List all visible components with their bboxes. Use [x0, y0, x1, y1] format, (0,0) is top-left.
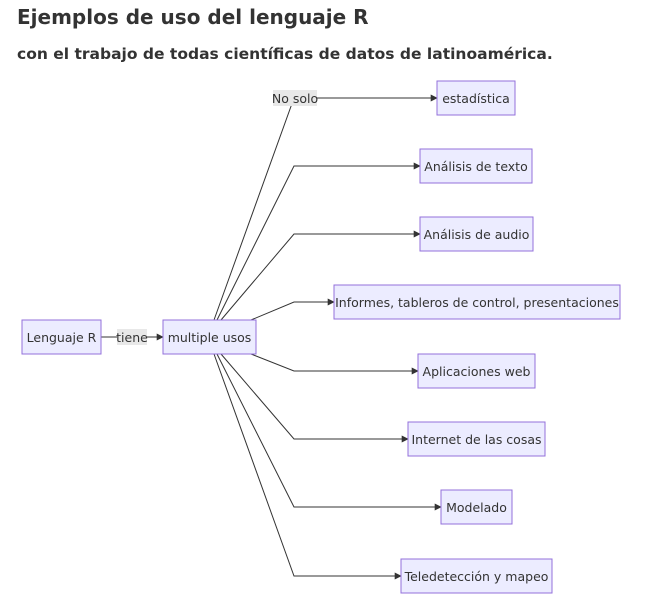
svg-text:Teledetección y mapeo: Teledetección y mapeo [404, 569, 549, 584]
edge-usos-to-informes [250, 298, 335, 321]
node-multiple-usos: multiple usos [162, 319, 257, 355]
svg-text:multiple usos: multiple usos [168, 330, 252, 345]
svg-text:Modelado: Modelado [446, 500, 507, 515]
svg-text:Análisis de texto: Análisis de texto [424, 159, 527, 174]
svg-text:Análisis de audio: Análisis de audio [424, 227, 530, 242]
edge-usos-to-modelado [216, 353, 442, 511]
edge-label-tiene: tiene [116, 329, 148, 345]
node-informes: Informes, tableros de control, presentac… [333, 284, 621, 320]
node-modelado: Modelado [440, 489, 513, 525]
svg-text:Informes, tableros de control,: Informes, tableros de control, presentac… [335, 295, 619, 310]
svg-text:Internet de las cosas: Internet de las cosas [411, 432, 541, 447]
svg-text:estadística: estadística [442, 91, 510, 106]
node-analisis-de-audio: Análisis de audio [419, 216, 534, 252]
edge-usos-to-iot [220, 353, 409, 443]
svg-text:Aplicaciones web: Aplicaciones web [423, 364, 531, 379]
node-estadistica: estadística [436, 80, 516, 116]
node-aplicaciones-web: Aplicaciones web [417, 353, 536, 389]
page-title: Ejemplos de uso del lenguaje R [17, 5, 369, 29]
edge-usos-to-teledeteccion [213, 353, 402, 580]
node-internet-de-las-cosas: Internet de las cosas [407, 421, 546, 457]
svg-text:tiene: tiene [116, 330, 148, 345]
edge-usos-to-audio [220, 230, 421, 321]
edge-usos-to-web [250, 353, 419, 375]
node-teledeteccion-y-mapeo: Teledetección y mapeo [400, 558, 553, 594]
page-subtitle: con el trabajo de todas científicas de d… [17, 45, 553, 63]
node-analisis-de-texto: Análisis de texto [419, 148, 533, 184]
svg-text:Lenguaje R: Lenguaje R [27, 330, 97, 345]
node-lenguaje-r: Lenguaje R [21, 319, 102, 355]
edge-label-no-solo: No solo [272, 90, 318, 106]
svg-text:No solo: No solo [272, 91, 318, 106]
edge-usos-to-texto [216, 162, 421, 321]
